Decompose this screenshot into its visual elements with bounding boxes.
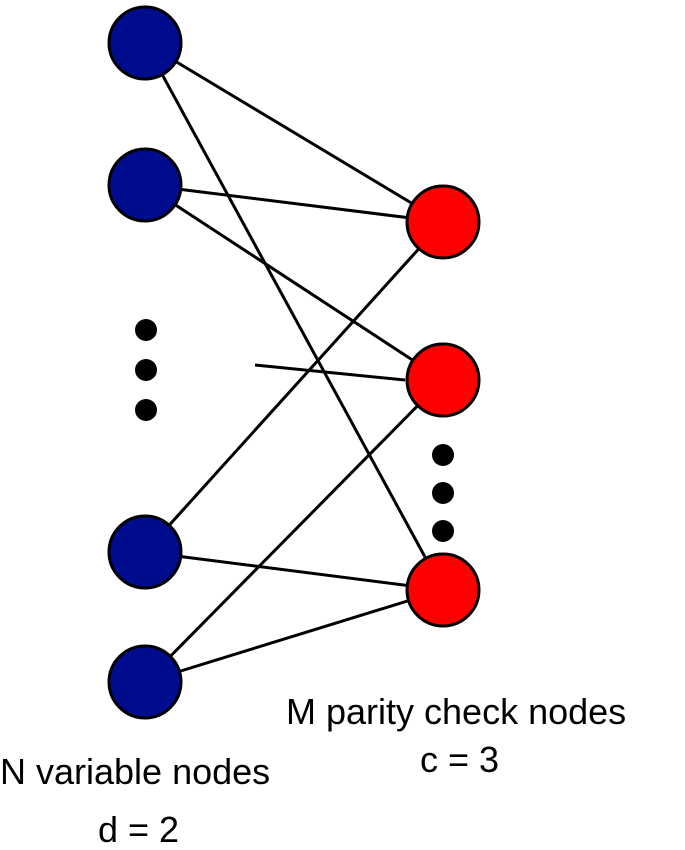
check-ellipsis-dot [432,482,454,504]
edge-v3-c3 [144,550,444,592]
variable-node-v4 [107,644,183,720]
variable-ellipsis-dot [135,399,157,421]
variable-ellipsis-dot [135,359,157,381]
variable-node-v1 [107,5,183,81]
variable-degree-label: d = 2 [98,809,180,850]
check-node-c3 [405,552,481,628]
check-nodes-label: M parity check nodes [286,691,627,732]
variable-node-v3 [107,514,183,590]
check-ellipsis-dot [432,444,454,466]
edges-layer [143,41,445,684]
edge-v1-c1 [144,41,444,224]
variable-ellipsis-dot [135,319,157,341]
edge-v3-c1 [143,220,445,554]
edge-v2-c2 [144,183,444,382]
edge-v2-c1 [144,183,444,224]
partial-edge-layer [254,363,406,382]
edge-v1-c3 [143,42,445,591]
check-degree-label: c = 3 [420,739,500,780]
edge-v4-c3 [144,588,444,684]
partial-edge [254,363,406,382]
variable-nodes-label: N variable nodes [0,751,271,792]
ellipsis-layer [135,319,454,542]
check-node-c1 [405,184,481,260]
check-ellipsis-dot [432,520,454,542]
nodes-layer [107,5,481,720]
check-node-c2 [405,342,481,418]
edge-v4-c2 [143,378,445,684]
variable-node-v2 [107,147,183,223]
